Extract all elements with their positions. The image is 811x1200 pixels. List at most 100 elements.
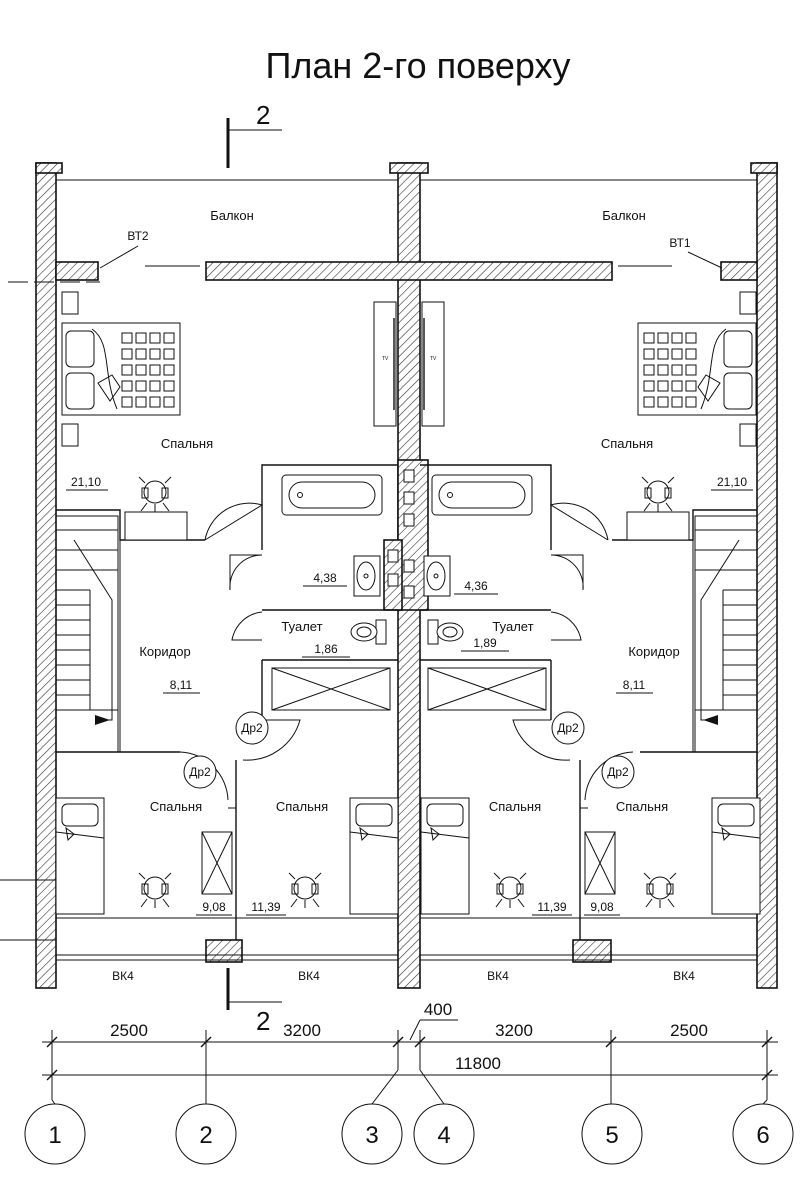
window-label-vk4-4: ВК4 xyxy=(673,969,695,983)
room-label-balcony-left: Балкон xyxy=(210,208,254,223)
room-label-balcony-right: Балкон xyxy=(602,208,646,223)
svg-text:Др2: Др2 xyxy=(189,765,211,779)
tv-unit-left: TV xyxy=(373,301,397,427)
double-bed-left xyxy=(61,322,181,416)
area-bath-right: 4,36 xyxy=(464,579,488,593)
axis-bubble-5: 5 xyxy=(581,1103,643,1165)
window-label-vk4-2: ВК4 xyxy=(298,969,320,983)
area-bedroom-br2: 9,08 xyxy=(590,900,614,914)
room-label-bedroom-bl2: Спальня xyxy=(276,799,328,814)
area-toilet-left: 1,86 xyxy=(314,642,338,656)
window-label-vk4-1: ВК4 xyxy=(112,969,134,983)
axis-bubble-1: 1 xyxy=(24,1103,86,1165)
dim-middle: 400 xyxy=(424,1000,452,1019)
chair-bottom-2 xyxy=(288,872,322,909)
area-bedroom-bl1: 9,08 xyxy=(202,900,226,914)
room-label-bedroom-br2: Спальня xyxy=(616,799,668,814)
area-bath-left: 4,38 xyxy=(313,571,337,585)
door-tag-4: Др2 xyxy=(601,755,635,789)
partitions xyxy=(56,464,757,961)
sink-right xyxy=(423,555,451,597)
axis-bubble-6: 6 xyxy=(732,1103,794,1165)
chair-top-left xyxy=(138,476,172,513)
toilet-left xyxy=(350,619,387,645)
window-label-vt2: ВТ2 xyxy=(127,229,149,243)
axis-bubble-3: 3 xyxy=(341,1103,403,1165)
area-bedroom-top-left: 21,10 xyxy=(71,475,101,489)
chair-bottom-1 xyxy=(138,872,172,909)
single-bed-4 xyxy=(711,797,761,915)
dimension-lines: 2500 3200 3200 2500 400 11800 xyxy=(42,1000,778,1100)
room-label-toilet-left: Туалет xyxy=(281,619,322,634)
desk-icon xyxy=(124,511,188,541)
door-tag-1: Др2 xyxy=(235,711,269,745)
chimney-channels xyxy=(387,469,415,599)
single-bed-3 xyxy=(420,797,470,915)
double-bed-right xyxy=(637,322,757,416)
axis-bubble-2: 2 xyxy=(175,1103,237,1165)
wardrobe-left xyxy=(201,831,233,895)
area-toilet-right: 1,89 xyxy=(473,636,497,650)
bathtub-right xyxy=(431,474,533,516)
staircase-right xyxy=(694,515,758,753)
single-bed-2 xyxy=(349,797,399,915)
window-label-vt1: ВТ1 xyxy=(669,236,691,250)
svg-text:6: 6 xyxy=(756,1122,769,1149)
section-label-bottom: 2 xyxy=(256,1006,270,1036)
nightstand-icon xyxy=(61,423,79,447)
dim-total: 11800 xyxy=(455,1054,501,1073)
edge-leaders xyxy=(0,281,100,941)
chair-bottom-4 xyxy=(643,872,677,909)
toilet-right xyxy=(427,619,464,645)
single-bed-1 xyxy=(55,797,105,915)
tv-label: TV xyxy=(382,356,389,362)
nightstand-icon xyxy=(739,423,757,447)
section-marker-bottom: 2 xyxy=(226,968,282,1036)
dim-segment-4: 2500 xyxy=(670,1021,708,1040)
dim-segment-1: 2500 xyxy=(110,1021,148,1040)
room-label-corridor-left: Коридор xyxy=(139,644,190,659)
balcony-lines xyxy=(56,179,757,267)
dim-segment-2: 3200 xyxy=(283,1021,321,1040)
axis-bubble-4: 4 xyxy=(413,1103,475,1165)
area-values: 21,10 21,10 4,38 4,36 1,86 1,89 8,11 8,1… xyxy=(66,475,753,916)
section-label-top: 2 xyxy=(256,100,270,130)
walls xyxy=(35,162,778,989)
plan-title: План 2-го поверху xyxy=(265,45,570,86)
door-tag-3: Др2 xyxy=(551,711,585,745)
chair-top-right xyxy=(641,476,675,513)
area-bedroom-top-right: 21,10 xyxy=(717,475,747,489)
staircase-left xyxy=(55,515,119,753)
tv-unit-right: TV xyxy=(421,301,445,427)
axis-leaders xyxy=(51,1069,768,1105)
chair-bottom-3 xyxy=(493,872,527,909)
window-label-vk4-3: ВК4 xyxy=(487,969,509,983)
door-tag-2: Др2 xyxy=(183,755,217,789)
area-bedroom-bl2: 11,39 xyxy=(251,900,280,914)
nightstand-icon xyxy=(739,291,757,315)
svg-text:Др2: Др2 xyxy=(557,721,579,735)
room-label-corridor-right: Коридор xyxy=(628,644,679,659)
svg-text:5: 5 xyxy=(605,1122,618,1149)
window-labels: ВТ2 ВТ1 ВК4 ВК4 ВК4 ВК4 xyxy=(99,229,723,983)
desk-icon xyxy=(626,511,690,541)
svg-text:Др2: Др2 xyxy=(241,721,263,735)
area-bedroom-br1: 11,39 xyxy=(537,900,566,914)
room-label-bedroom-br1: Спальня xyxy=(489,799,541,814)
sink-left xyxy=(353,555,381,597)
dim-segment-3: 3200 xyxy=(495,1021,533,1040)
area-corridor-right: 8,11 xyxy=(623,678,646,692)
door-swings xyxy=(179,502,634,801)
room-label-bedroom-top-left: Спальня xyxy=(161,436,213,451)
nightstand-icon xyxy=(61,291,79,315)
room-label-toilet-right: Туалет xyxy=(492,619,533,634)
area-corridor-left: 8,11 xyxy=(170,678,193,692)
room-label-bedroom-top-right: Спальня xyxy=(601,436,653,451)
tv-label: TV xyxy=(430,356,437,362)
svg-text:3: 3 xyxy=(365,1122,378,1149)
bathtub-left xyxy=(281,474,383,516)
wardrobe-right xyxy=(584,831,616,895)
section-marker-top: 2 xyxy=(226,100,282,168)
svg-text:1: 1 xyxy=(48,1122,61,1149)
